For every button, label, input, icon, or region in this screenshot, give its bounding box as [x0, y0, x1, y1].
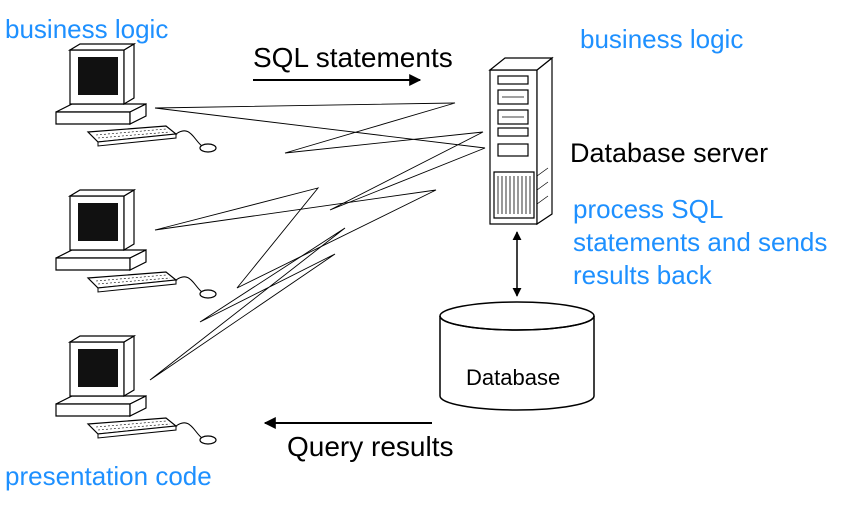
desktop-computer-icon	[55, 335, 217, 445]
server-process-line: results back	[573, 260, 712, 290]
server-tower-icon	[488, 56, 554, 226]
server-process-line: statements and sends	[573, 227, 828, 257]
query-results-label: Query results	[287, 431, 454, 462]
client-tier-label: business logic	[5, 14, 169, 44]
desktop-computer-icon	[55, 189, 217, 299]
network-links	[149, 102, 486, 381]
database-cylinder-icon	[439, 301, 595, 411]
desktop-computer-icon	[55, 43, 217, 153]
sql-statements-label: SQL statements	[253, 42, 453, 73]
server-process-description: process SQL statements and sends results…	[573, 193, 827, 292]
server-process-line: process SQL	[573, 194, 724, 224]
database-label: Database	[466, 365, 561, 390]
presentation-code-label: presentation code	[5, 461, 212, 491]
server-tier-label: business logic	[580, 24, 744, 54]
database-server-label: Database server	[570, 138, 769, 168]
